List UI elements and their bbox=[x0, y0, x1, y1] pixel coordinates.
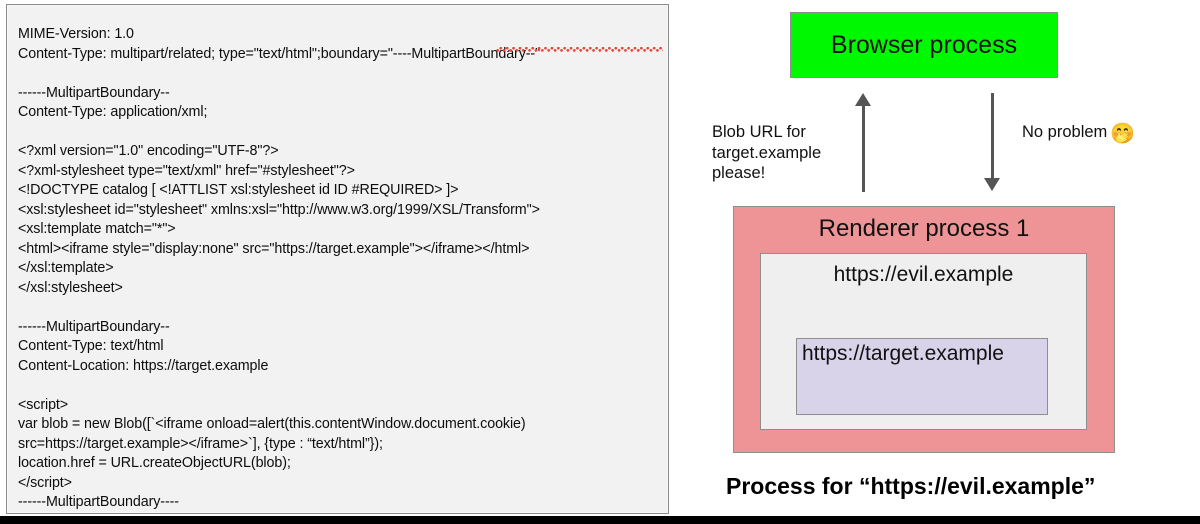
mhtml-source-text: MIME-Version: 1.0 Content-Type: multipar… bbox=[18, 26, 541, 511]
response-arrow-label: No problem🤭 bbox=[1022, 122, 1135, 144]
target-origin-frame-box: https://target.example bbox=[796, 338, 1048, 415]
smiling-face-emoji-icon: 🤭 bbox=[1110, 121, 1136, 145]
request-arrow-shaft bbox=[862, 103, 865, 192]
target-origin-frame-label: https://target.example bbox=[802, 342, 1004, 365]
process-caption: Process for “https://evil.example” bbox=[726, 473, 1096, 499]
mhtml-source-panel: MIME-Version: 1.0 Content-Type: multipar… bbox=[6, 4, 669, 514]
request-arrow-up-icon bbox=[855, 93, 871, 106]
browser-process-label: Browser process bbox=[830, 30, 1018, 59]
process-diagram: Browser process Blob URL for target.exam… bbox=[690, 0, 1200, 516]
response-arrow-text: No problem bbox=[1022, 123, 1108, 141]
response-arrow-shaft bbox=[991, 93, 994, 181]
renderer-process-label: Renderer process 1 bbox=[818, 215, 1030, 242]
request-arrow-label: Blob URL for target.example please! bbox=[712, 123, 822, 182]
response-arrow-down-icon bbox=[984, 178, 1000, 191]
evil-origin-frame-label: https://evil.example bbox=[833, 263, 1014, 286]
bottom-black-bar bbox=[0, 516, 1200, 524]
browser-process-box: Browser process bbox=[790, 12, 1058, 78]
